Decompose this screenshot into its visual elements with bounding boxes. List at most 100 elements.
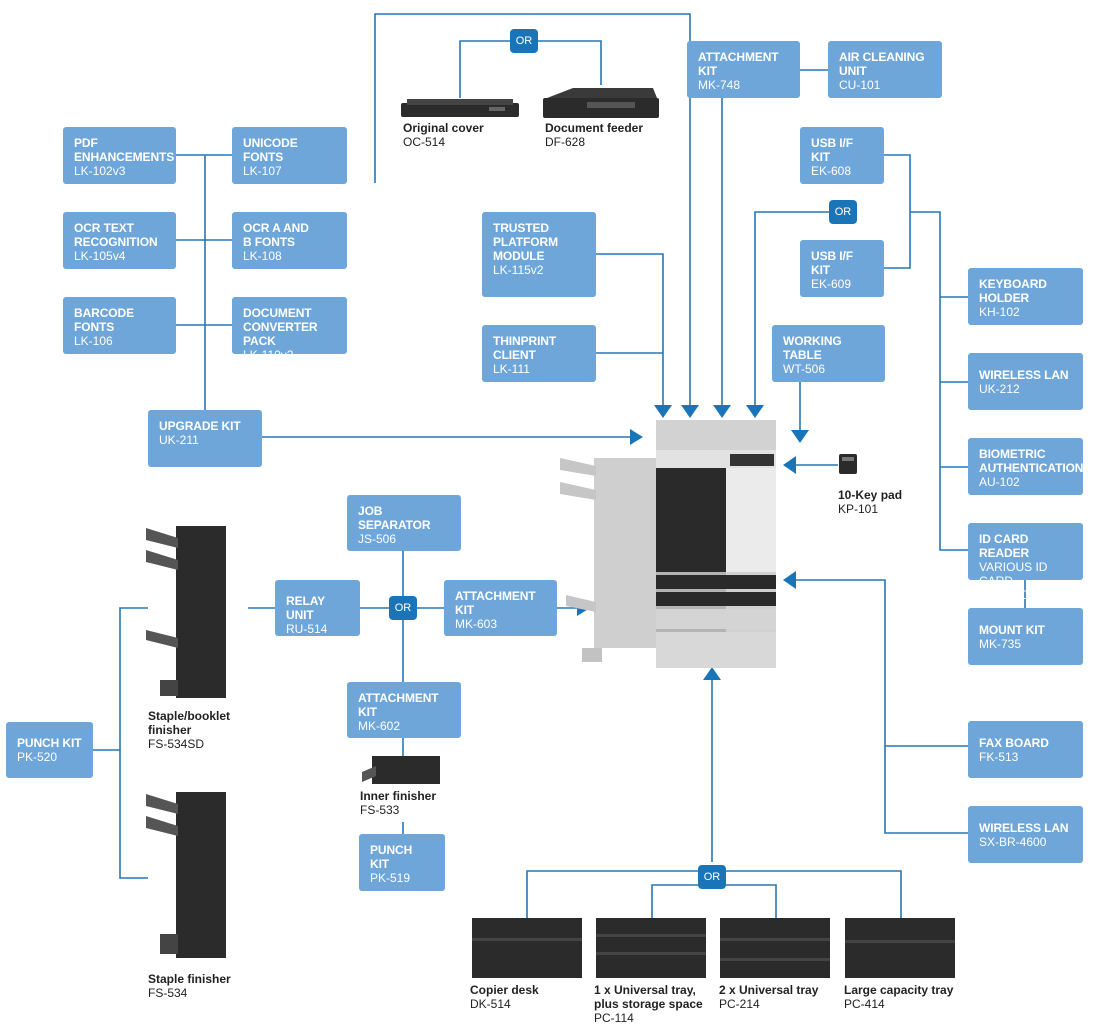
option-thinprint-client: THINPRINT CLIENT LK-111 (482, 325, 596, 382)
option-air-cleaning-unit: AIR CLEANING UNIT CU-101 (828, 41, 942, 98)
option-ocr-text-recognition: OCR TEXT RECOGNITION LK-105v4 (63, 212, 176, 269)
option-code: JS-506 (358, 532, 397, 546)
option-attachment-kit-mk603: ATTACHMENT KIT MK-603 (444, 580, 557, 636)
option-code: MK-748 (698, 78, 741, 92)
option-code: LK-108 (243, 249, 282, 263)
option-name: OCR TEXT RECOGNITION (74, 221, 158, 249)
option-name: PDF ENHANCEMENTS (74, 136, 175, 164)
option-punch-kit-pk519: PUNCH KIT PK-519 (359, 834, 445, 891)
or-badge-finisher: OR (389, 596, 417, 620)
caption-name: Original cover (403, 121, 484, 135)
option-name: ID CARD READER (979, 532, 1030, 560)
option-code: EK-609 (811, 277, 852, 291)
caption-name: Copier desk (470, 983, 539, 997)
or-badge-usb: OR (829, 200, 857, 224)
option-code: LK-110v2 (243, 348, 294, 362)
caption-name: Large capacity tray (844, 983, 954, 997)
caption-name: 1 x Universal tray, plus storage space (594, 983, 703, 1011)
caption-2x-universal-tray: 2 x Universal tray PC-214 (719, 983, 818, 1011)
keypad-image (838, 452, 860, 476)
option-name: UPGRADE KIT (159, 419, 241, 433)
option-id-card-reader: ID CARD READER VARIOUS ID CARD TECHNOLOG… (968, 523, 1083, 602)
option-upgrade-kit: UPGRADE KIT UK-211 (148, 410, 262, 467)
option-code: MK-602 (358, 719, 401, 733)
option-barcode-fonts: BARCODE FONTS LK-106 (63, 297, 176, 354)
option-name: OCR A AND B FONTS (243, 221, 309, 249)
caption-copier-desk: Copier desk DK-514 (470, 983, 539, 1011)
option-code: PK-520 (17, 750, 58, 764)
caption-code: KP-101 (838, 502, 879, 516)
option-fax-board: FAX BOARD FK-513 (968, 721, 1083, 778)
caption-code: FS-534 (148, 986, 188, 1000)
option-unicode-fonts: UNICODE FONTS LK-107 (232, 127, 347, 184)
option-name: JOB SEPARATOR (358, 504, 431, 532)
caption-code: PC-414 (844, 997, 885, 1011)
pc414-image (843, 916, 958, 980)
or-badge-cover: OR (510, 29, 538, 53)
option-attachment-kit-mk748: ATTACHMENT KIT MK-748 (687, 41, 800, 98)
option-code: CU-101 (839, 78, 881, 92)
caption-code: DF-628 (545, 135, 586, 149)
option-name: ATTACHMENT KIT (358, 691, 439, 719)
staple-finisher-image (140, 784, 230, 960)
staple-booklet-finisher-image (140, 520, 230, 702)
option-code: UK-211 (159, 433, 199, 447)
caption-document-feeder: Document feeder DF-628 (545, 121, 643, 149)
option-name: WIRELESS LAN (979, 368, 1069, 382)
inner-finisher-image (362, 752, 442, 786)
option-name: BARCODE FONTS (74, 306, 134, 334)
option-code: FK-513 (979, 750, 1019, 764)
option-punch-kit-pk520: PUNCH KIT PK-520 (6, 722, 93, 778)
option-document-converter-pack: DOCUMENT CONVERTER PACK LK-110v2 (232, 297, 347, 362)
option-name: BIOMETRIC AUTHENTICATION (979, 447, 1084, 475)
caption-code: FS-534SD (148, 737, 205, 751)
caption-code: DK-514 (470, 997, 511, 1011)
caption-code: FS-533 (360, 803, 400, 817)
caption-code: PC-114 (594, 1011, 634, 1025)
option-code: LK-115v2 (493, 263, 544, 277)
option-code: EK-608 (811, 164, 852, 178)
option-code: RU-514 (286, 622, 328, 636)
option-code: SX-BR-4600 (979, 835, 1047, 849)
caption-large-capacity-tray: Large capacity tray PC-414 (844, 983, 953, 1011)
option-usb-kit-ek609: USB I/F KIT EK-609 (800, 240, 884, 297)
caption-name: Document feeder (545, 121, 644, 135)
option-wireless-lan-uk212: WIRELESS LAN UK-212 (968, 353, 1083, 410)
option-name: FAX BOARD (979, 736, 1049, 750)
option-mount-kit: MOUNT KIT MK-735 (968, 608, 1083, 665)
option-attachment-kit-mk602: ATTACHMENT KIT MK-602 (347, 682, 461, 738)
option-name: UNICODE FONTS (243, 136, 298, 164)
pc214-image (718, 916, 833, 980)
option-name: THINPRINT CLIENT (493, 334, 557, 362)
option-pdf-enhancements: PDF ENHANCEMENTS LK-102v3 (63, 127, 176, 184)
caption-inner-finisher: Inner finisher FS-533 (360, 789, 436, 817)
option-name: PUNCH KIT (17, 736, 82, 750)
option-name: AIR CLEANING UNIT (839, 50, 925, 78)
option-name: WIRELESS LAN (979, 821, 1069, 835)
option-name: KEYBOARD HOLDER (979, 277, 1047, 305)
copier-desk-image (470, 916, 585, 980)
option-biometric-authentication: BIOMETRIC AUTHENTICATION AU-102 (968, 438, 1083, 495)
option-code: PK-519 (370, 871, 411, 885)
option-code: MK-603 (455, 617, 498, 631)
option-code: LK-111 (493, 362, 530, 376)
option-name: DOCUMENT CONVERTER PACK (243, 306, 318, 348)
caption-name: Staple finisher (148, 972, 231, 986)
option-code: LK-107 (243, 164, 282, 178)
option-trusted-platform-module: TRUSTED PLATFORM MODULE LK-115v2 (482, 212, 596, 297)
option-code: LK-102v3 (74, 164, 126, 178)
caption-universal-tray-storage: 1 x Universal tray, plus storage space P… (594, 983, 703, 1025)
option-name: WORKING TABLE (783, 334, 842, 362)
option-name: TRUSTED PLATFORM MODULE (493, 221, 558, 263)
option-code: VARIOUS ID CARD TECHNOLOGIES (979, 560, 1075, 602)
caption-name: Inner finisher (360, 789, 437, 803)
caption-10-key-pad: 10-Key pad KP-101 (838, 488, 902, 516)
option-code: LK-106 (74, 334, 113, 348)
option-code: AU-102 (979, 475, 1020, 489)
option-code: WT-506 (783, 362, 826, 376)
option-name: ATTACHMENT KIT (698, 50, 779, 78)
pc114-image (594, 916, 709, 980)
document-feeder-image (543, 84, 661, 120)
option-ocr-ab-fonts: OCR A AND B FONTS LK-108 (232, 212, 347, 269)
